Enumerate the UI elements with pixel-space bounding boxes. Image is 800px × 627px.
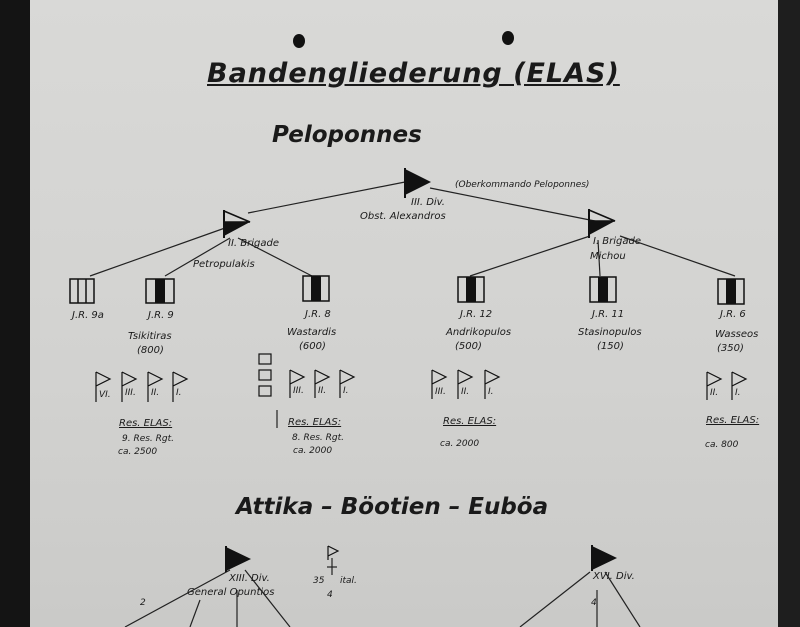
battalion-label: VI.: [99, 390, 111, 400]
reserve-strength: ca. 2000: [293, 446, 333, 456]
battalion-label: I.: [488, 387, 494, 397]
battalion-label: III.: [125, 388, 136, 398]
battalion-label: I.: [343, 386, 349, 396]
regiment-strength: (500): [455, 341, 482, 352]
punch-hole-right: [502, 31, 514, 45]
battalion-label: II.: [318, 386, 327, 396]
regiment-label: J.R. 9: [148, 310, 174, 321]
regiment-commander: Wasseos: [715, 329, 759, 340]
scan-edge-right: [778, 0, 800, 627]
division-label: XVI. Div.: [593, 571, 635, 582]
division-commander: Obst. Alexandros: [360, 211, 446, 222]
scan-edge-left: [0, 0, 30, 627]
battalion-label: III.: [293, 386, 304, 396]
reserve-strength: ca. 2500: [118, 447, 158, 457]
regiment-strength: (350): [717, 343, 744, 354]
brigade-commander-i: Michou: [590, 251, 626, 262]
brigade-flag-icon: [223, 209, 251, 238]
punch-hole-left: [293, 34, 305, 48]
division-commander: General Opuntios: [187, 587, 275, 598]
regiment-label: J.R. 8: [305, 309, 331, 320]
regiment-label: J.R. 6: [720, 309, 746, 320]
battalion-label: II.: [710, 388, 719, 398]
section-heading-peloponnes: Peloponnes: [272, 122, 422, 148]
regiment-commander: Tsikitiras: [128, 331, 172, 342]
division-flag-icon: [225, 546, 251, 572]
regiment-commander: Stasinopulos: [578, 327, 642, 338]
reserve-unit: 8. Res. Rgt.: [292, 433, 345, 443]
regiment-strength: (800): [137, 345, 164, 356]
division-label: XIII. Div.: [229, 573, 270, 584]
brigade-label-i: I. Brigade: [593, 236, 642, 247]
reserve-unit: 9. Res. Rgt.: [122, 434, 175, 444]
reserve-label: Res. ELAS:: [443, 416, 497, 427]
regiment-commander: Wastardis: [287, 327, 337, 338]
line-marker: 4: [591, 598, 597, 608]
regiment-label: J.R. 11: [592, 309, 625, 320]
section-heading-attika: Attika – Böotien – Euböa: [236, 494, 549, 520]
division-label: III. Div.: [411, 197, 445, 208]
brigade-label-ii: II. Brigade: [228, 238, 279, 249]
division-flag-icon: [591, 545, 617, 571]
reserve-strength: ca. 2000: [440, 439, 480, 449]
battalion-label: III.: [435, 387, 446, 397]
reserve-label: Res. ELAS:: [288, 417, 342, 428]
brigade-flag-icon: [588, 208, 616, 238]
battalion-label: I.: [176, 388, 182, 398]
italian-unit-number: 35: [313, 576, 325, 586]
battalion-label: I.: [735, 388, 741, 398]
italian-unit-label: ital.: [340, 576, 357, 586]
reserve-label: Res. ELAS:: [119, 418, 173, 429]
division-flag-icon: [404, 168, 431, 198]
regiment-label: J.R. 9a: [72, 310, 104, 321]
regiment-strength: (150): [597, 341, 624, 352]
italian-unit-count: 4: [327, 590, 333, 600]
reserve-label: Res. ELAS:: [706, 415, 760, 426]
regiment-commander: Andrikopulos: [446, 327, 512, 338]
regiment-strength: (600): [299, 341, 326, 352]
line-marker: 2: [140, 598, 146, 608]
reserve-strength: ca. 800: [705, 440, 739, 450]
battalion-label: II.: [151, 388, 160, 398]
regiment-label: J.R. 12: [460, 309, 493, 320]
division-note: (Oberkommando Peloponnes): [455, 180, 590, 190]
battalion-label: II.: [461, 387, 470, 397]
page-title: Bandengliederung (ELAS): [207, 58, 620, 89]
brigade-commander-ii: Petropulakis: [193, 259, 255, 270]
